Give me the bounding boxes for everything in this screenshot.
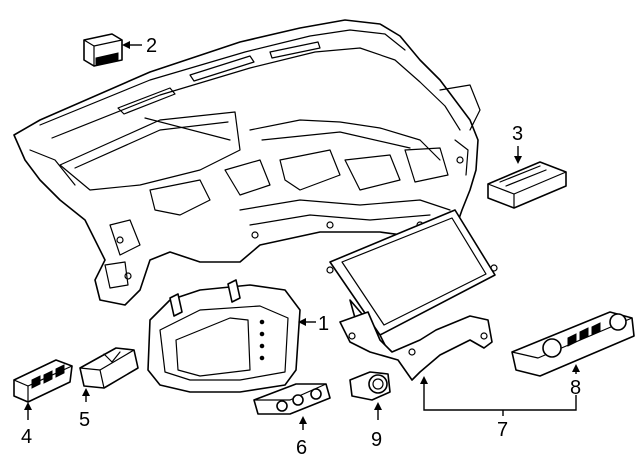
arrow-4 xyxy=(24,402,32,410)
arrow-2 xyxy=(122,41,130,49)
callout-1: 1 xyxy=(318,313,329,335)
leader-7 xyxy=(423,380,577,411)
arrow-3 xyxy=(514,156,522,164)
part-7-display xyxy=(326,209,498,381)
callout-5: 5 xyxy=(79,409,90,431)
callout-6: 6 xyxy=(296,437,307,459)
instrument-panel-frame xyxy=(13,19,481,306)
part-3-module xyxy=(487,161,567,209)
arrow-5 xyxy=(82,388,90,396)
callout-9: 9 xyxy=(371,429,382,451)
part-1-instrument-cluster xyxy=(147,279,301,393)
callout-7: 7 xyxy=(497,419,508,441)
arrow-9 xyxy=(374,402,382,410)
callout-4: 4 xyxy=(21,426,32,448)
arrow-1 xyxy=(298,318,306,326)
arrow-7 xyxy=(420,376,428,384)
part-5-switch xyxy=(79,347,139,389)
part-6-control-switch xyxy=(253,383,331,415)
arrow-6 xyxy=(299,416,307,424)
callout-2: 2 xyxy=(146,35,157,57)
part-9-start-button xyxy=(349,371,391,401)
callout-8: 8 xyxy=(570,377,581,399)
part-8-climate-control xyxy=(511,311,635,377)
part-2-switch xyxy=(83,33,123,67)
part-4-switch-panel xyxy=(13,359,73,403)
callout-3: 3 xyxy=(512,123,523,145)
arrow-8 xyxy=(572,364,580,372)
